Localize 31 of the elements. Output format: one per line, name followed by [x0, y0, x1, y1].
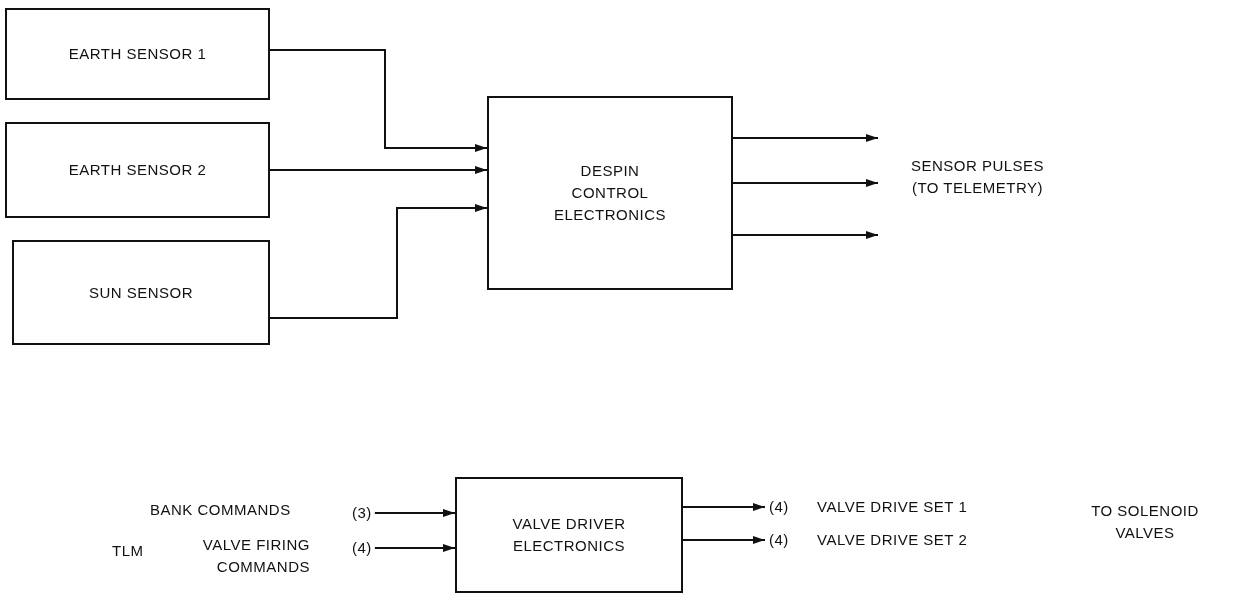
process-box	[487, 96, 733, 290]
process-box	[455, 477, 683, 593]
arrow	[732, 231, 879, 239]
output-label: VALVE DRIVE SET 1	[817, 497, 968, 517]
arrow	[269, 49, 488, 152]
output-label: SENSOR PULSES (TO TELEMETRY)	[909, 156, 1046, 198]
process-box	[5, 122, 270, 218]
arrow	[682, 503, 766, 511]
box-label: EARTH SENSOR 2	[68, 160, 207, 181]
group-label: TLM	[112, 541, 144, 561]
box-label: EARTH SENSOR 1	[68, 44, 207, 65]
arrow	[732, 179, 879, 187]
count-label: (4)	[352, 537, 372, 559]
count-label: (4)	[769, 496, 789, 518]
box-label: VALVE DRIVER ELECTRONICS	[511, 514, 627, 556]
process-box	[12, 240, 270, 345]
arrow	[732, 134, 879, 142]
process-box	[5, 8, 270, 100]
arrow	[373, 509, 456, 517]
count-label: (4)	[769, 529, 789, 551]
box-label: DESPIN CONTROL ELECTRONICS	[552, 161, 668, 225]
input-label: VALVE FIRING COMMANDS	[201, 535, 310, 577]
arrow	[269, 204, 488, 319]
output-label: VALVE DRIVE SET 2	[817, 530, 968, 550]
arrow	[269, 166, 488, 174]
count-label: (3)	[352, 502, 372, 524]
arrow	[682, 536, 766, 544]
destination-label: TO SOLENOID VALVES	[1090, 501, 1200, 543]
arrow	[373, 544, 456, 552]
box-label: SUN SENSOR	[88, 282, 194, 303]
input-label: BANK COMMANDS	[150, 500, 291, 520]
